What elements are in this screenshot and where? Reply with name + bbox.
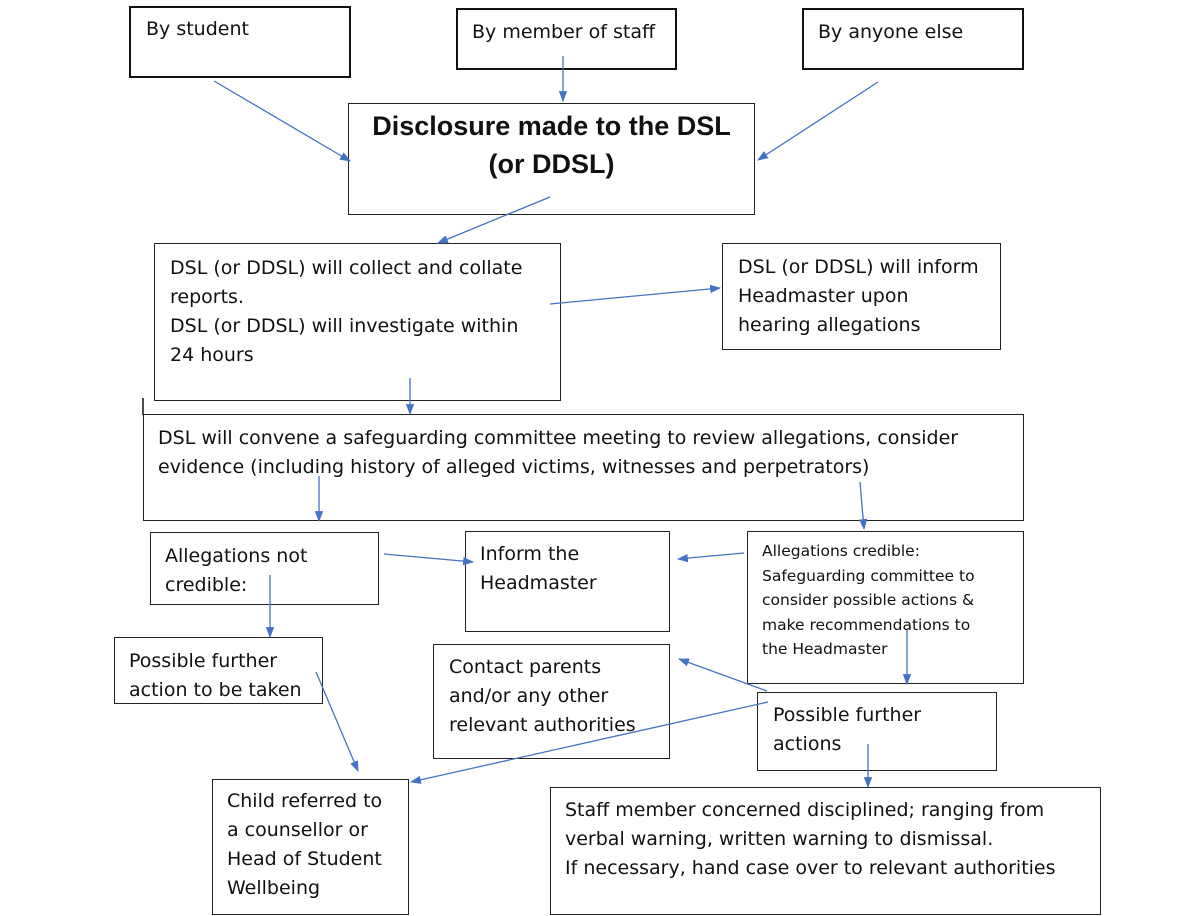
possible-further-action-label: Possible further action to be taken <box>129 650 302 701</box>
by-student-box <box>129 6 351 78</box>
arrow-student-to-disclosure <box>213 80 351 162</box>
child-referred-box <box>212 779 409 915</box>
possible-further-actions-label: Possible further actions <box>773 704 922 755</box>
contact-parents-label: Contact parents and/or any other relevan… <box>449 656 636 736</box>
arrow-credible-to-inform-head <box>676 552 745 563</box>
arrow-collect-to-inform-head <box>549 284 722 305</box>
collect-label: DSL (or DDSL) will collect and collate r… <box>170 257 523 366</box>
possible-further-action-box <box>114 637 323 704</box>
inform-head-label: Inform the Headmaster <box>480 543 597 594</box>
by-anyone-label: By anyone else <box>818 21 964 43</box>
credible-label: Allegations credible: Safeguarding commi… <box>762 542 975 658</box>
possible-further-actions-box <box>757 692 997 771</box>
disclosure-box <box>348 103 755 215</box>
credible-box <box>747 531 1024 684</box>
committee-box <box>143 414 1024 521</box>
collect-box <box>154 243 561 401</box>
by-student-label: By student <box>146 18 249 40</box>
committee-label: DSL will convene a safeguarding committe… <box>158 427 959 478</box>
child-referred-label: Child referred to a counsellor or Head o… <box>227 790 383 899</box>
disclosure-label: Disclosure made to the DSL (or DDSL) <box>372 111 731 179</box>
arrow-anyone-to-disclosure <box>757 81 879 161</box>
by-anyone-box <box>802 8 1024 70</box>
not-credible-box <box>150 532 379 605</box>
staff-disciplined-label: Staff member concerned disciplined; rang… <box>565 799 1056 879</box>
by-staff-label: By member of staff <box>472 21 656 43</box>
by-staff-box <box>456 8 677 70</box>
inform-head-upon-label: DSL (or DDSL) will inform Headmaster upo… <box>738 256 979 336</box>
staff-disciplined-box <box>550 787 1101 915</box>
inform-head-upon-box <box>722 243 1001 350</box>
inform-head-box <box>465 531 670 632</box>
not-credible-label: Allegations not credible: <box>165 545 308 596</box>
arrow-not-credible-to-inform-head <box>383 553 475 566</box>
